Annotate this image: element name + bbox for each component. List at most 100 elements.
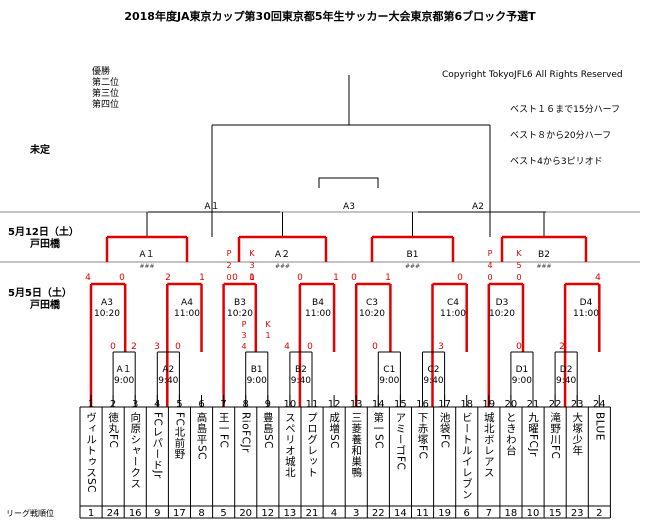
pk-score: P [227, 249, 232, 258]
r32-label: B1 [251, 365, 263, 375]
team-number: 23 [570, 399, 584, 410]
qf-score: 0 [457, 273, 463, 283]
team-name: 下赤塚FC [416, 412, 429, 460]
league-rank-label: リーグ戦順位 [6, 509, 54, 518]
r16-score: 4 [284, 342, 290, 352]
qf-ticks: ### [275, 263, 290, 270]
team-number: 15 [394, 399, 407, 410]
r32-label: C2 [427, 365, 439, 375]
team-name: BLUE [593, 412, 606, 441]
team-league-rank: 6 [463, 508, 470, 519]
team-cell: スペリオ城北 [279, 412, 301, 506]
pk-score: 4 [241, 342, 246, 351]
r32-label: D1 [516, 365, 529, 375]
team-number: 16 [416, 399, 429, 410]
r16-label: A3 [101, 298, 113, 308]
team-league-rank: 18 [504, 508, 518, 519]
round-undecided: 未定 [30, 145, 50, 156]
team-name: FCレパードJr [151, 412, 164, 479]
r16-time: 10:20 [489, 309, 515, 319]
r32-label: A2 [162, 365, 174, 375]
qf-score: 1 [199, 273, 205, 283]
team-league-rank: 4 [330, 508, 338, 519]
pk-score: 3 [249, 261, 254, 270]
team-cell: プログレット [301, 412, 323, 506]
pk-score: K [249, 249, 255, 258]
r32-label: B2 [295, 365, 307, 375]
team-name: 滝野川FC [549, 412, 562, 460]
final-rank-list: 優勝 第二位 第三位 第四位 [92, 67, 119, 111]
pk-score: 2 [226, 261, 231, 270]
team-name: 城北ボレアス [482, 412, 495, 478]
r32-time: 9:00 [247, 376, 267, 386]
team-name: ビートルイレブン [460, 412, 473, 500]
r32-time: 9:40 [423, 376, 443, 386]
r16-label: D4 [580, 298, 593, 308]
pk-score: P [242, 320, 247, 329]
r16-score: 0 [175, 342, 181, 352]
team-league-rank: 16 [128, 508, 142, 519]
team-name: アミーゴFC [394, 412, 407, 471]
r16-score: 2 [559, 342, 565, 352]
pk-score: 0 [226, 273, 231, 282]
team-cell: 王一FC [213, 412, 235, 506]
qf-ticks: ### [139, 263, 154, 270]
team-number: 6 [198, 399, 205, 410]
r16-label: A4 [181, 298, 193, 308]
qf-score: 4 [595, 273, 601, 283]
team-league-rank: 22 [371, 508, 385, 519]
r32-time: 9:00 [379, 376, 399, 386]
team-cell: ときわ台 [500, 412, 522, 506]
team-league-rank: 10 [526, 508, 540, 519]
pk-score: 0 [516, 273, 521, 282]
r16-score: 0 [110, 342, 116, 352]
team-number: 13 [349, 399, 363, 410]
team-cell: FC北前野 [168, 412, 190, 506]
team-league-rank: 20 [239, 508, 253, 519]
qf-score: 4 [85, 273, 91, 283]
team-league-rank: 17 [173, 508, 186, 519]
qf-label: A１ [139, 250, 154, 260]
team-name: 王一FC [217, 412, 230, 449]
r16-score: 2 [131, 342, 137, 352]
pk-score: 3 [241, 331, 246, 340]
round-date-may12: 5月12日（土） [8, 227, 79, 238]
team-cell: 成増SC [323, 412, 345, 506]
team-cell: BLUE [588, 412, 610, 506]
pk-score: K [265, 320, 271, 329]
team-number: 1 [87, 399, 95, 410]
r16-time: 11:00 [305, 309, 331, 319]
r32-label: C1 [383, 365, 395, 375]
team-name: ヴィルトゥスSC [85, 412, 97, 493]
team-cell: 滝野川FC [544, 412, 566, 506]
team-name: RioFCJr [239, 412, 252, 453]
pk-score: 4 [487, 261, 492, 270]
team-number: 22 [548, 399, 562, 410]
team-name: 高島平SC [195, 412, 208, 460]
pk-score: 0 [249, 273, 254, 282]
qf-label: B2 [538, 250, 550, 260]
team-cell: ヴィルトゥスSC [80, 412, 102, 506]
team-number: 18 [460, 399, 474, 410]
qf-score: 1 [249, 273, 255, 283]
team-number: 12 [327, 399, 341, 410]
r32-time: 9:40 [556, 376, 576, 386]
team-name: 九曜FCJr [527, 412, 539, 457]
r16-score: 0 [516, 342, 522, 352]
copyright: Copyright TokyoJFL6 All Rights Reserved [442, 70, 623, 80]
qf-ticks: ### [536, 263, 551, 270]
qf-score: 0 [232, 273, 238, 283]
qf-score: 0 [351, 273, 357, 283]
qf-ticks: ### [405, 263, 420, 270]
team-name: 第一SC [372, 412, 385, 449]
qf-score: 0 [297, 273, 303, 283]
rank-2-label: 第二位 [92, 78, 120, 88]
team-league-rank: 9 [154, 508, 161, 519]
note-sf: ベスト4から3ピリオド [510, 157, 603, 167]
team-league-rank: 1 [87, 508, 95, 519]
rank-1-label: 優勝 [92, 67, 111, 77]
r16-time: 10:20 [227, 309, 253, 319]
team-league-rank: 23 [570, 508, 584, 519]
team-name: FC北前野 [173, 412, 186, 460]
team-league-rank: 5 [220, 508, 227, 519]
